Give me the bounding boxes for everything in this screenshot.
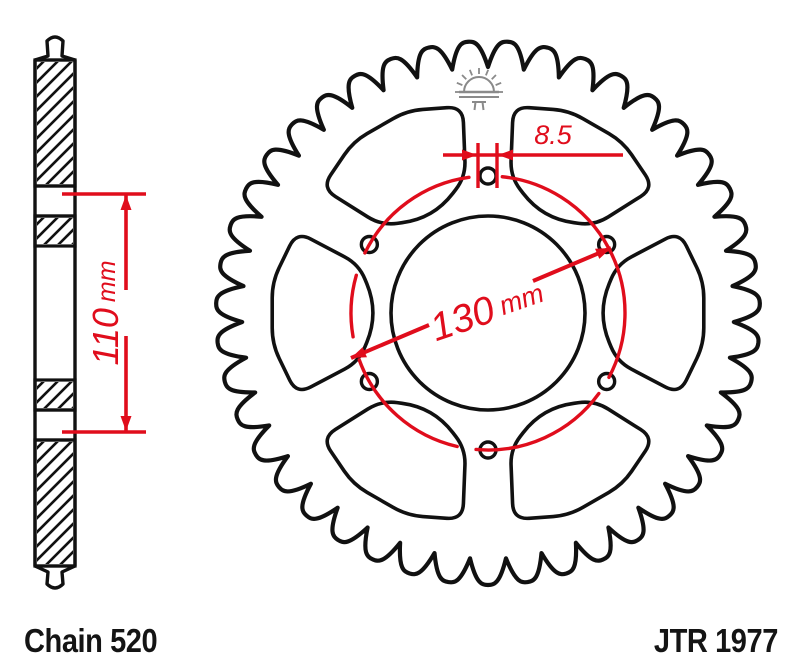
section-hatch-band [37, 218, 73, 244]
dimension-unit: mm [93, 260, 121, 302]
sun-ray [461, 74, 467, 80]
dimension-arrowhead [351, 347, 367, 358]
lightening-window [509, 105, 651, 226]
bolt-hole [596, 371, 617, 392]
dimension-label-8-5: 8.5 [534, 120, 573, 150]
lightening-window [601, 234, 706, 392]
pi-glyph [472, 101, 486, 111]
bolt-circle-arc [349, 273, 359, 339]
bolt-hole [478, 166, 498, 186]
side-rim-lines-group [35, 58, 75, 568]
dimension-unit: mm [495, 278, 547, 321]
bolt-circle-arc [363, 175, 471, 255]
bolt-circle-arc [357, 358, 459, 449]
dimension-arrowhead [120, 416, 132, 431]
side-view-group [33, 35, 77, 590]
side-profile-outline [33, 35, 77, 590]
lightening-window [270, 234, 375, 392]
chain-size-label: Chain 520 [24, 622, 158, 659]
bolt-circle-arc [500, 175, 627, 380]
sunrise-logo-icon [455, 68, 503, 111]
dimension-arrowhead [498, 149, 513, 161]
sprocket-tooth-outline [214, 39, 762, 588]
sun-ray [468, 69, 473, 76]
dimension-arrowhead [595, 248, 611, 259]
dimension-bolt-circle-height: 110 mm [62, 192, 146, 434]
lightening-window [509, 400, 651, 521]
dimension-value: 110 [85, 308, 126, 365]
center-bore-circle [389, 214, 587, 412]
dimension-hole-diameter: 8.5 [443, 120, 623, 188]
dimension-bolt-circle-diameter: 130mm [350, 246, 612, 360]
lightening-window [325, 105, 467, 226]
dimension-arrowhead [462, 149, 477, 161]
dimension-label-130mm: 130mm [425, 272, 550, 351]
section-hatch-band [37, 382, 73, 408]
sun-ray [485, 69, 490, 76]
part-number-label: JTR 1977 [653, 622, 778, 659]
dimension-arrowhead [120, 195, 132, 210]
sun-ray [495, 81, 502, 86]
sun-ray [491, 74, 497, 80]
lightening-window [325, 400, 467, 521]
sun-ray [456, 81, 463, 86]
dimension-label-110mm: 110 mm [85, 260, 126, 365]
section-hatch-band [37, 442, 73, 564]
bolt-circle-arc [474, 391, 601, 452]
sun-dome [463, 76, 495, 93]
dimension-value: 130 [425, 288, 501, 350]
section-hatch-band [37, 62, 73, 184]
